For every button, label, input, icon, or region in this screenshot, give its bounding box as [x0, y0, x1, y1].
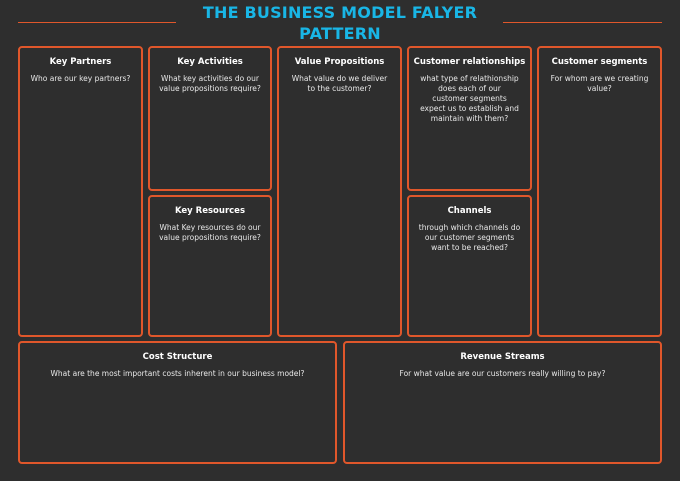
customer-segments-block: Customer segments For whom are we creati…: [537, 46, 662, 337]
key-activities-question: What key activities do our value proposi…: [159, 74, 261, 93]
channels-title: Channels: [447, 206, 492, 216]
value-propositions-question: What value do we deliver to the customer…: [291, 74, 388, 93]
revenue-streams-question: For what value are our customers really …: [399, 369, 606, 378]
channels-block: Channels through which channels do our c…: [407, 195, 532, 337]
revenue-streams-block: Revenue Streams For what value are our c…: [343, 341, 662, 464]
cost-structure-block: Cost Structure What are the most importa…: [18, 341, 337, 464]
key-partners-block: Key Partners Who are our key partners?: [18, 46, 143, 337]
title-rule-right: [503, 22, 662, 23]
key-partners-question: Who are our key partners?: [30, 74, 131, 83]
customer-segments-question: For whom are we creating value?: [550, 74, 649, 93]
customer-relationships-block: Customer relationships what type of rela…: [407, 46, 532, 191]
cost-structure-title: Cost Structure: [142, 352, 213, 362]
customer-relationships-question: what type of relathionship does each of …: [420, 74, 519, 123]
key-activities-block: Key Activities What key activities do ou…: [148, 46, 272, 191]
revenue-streams-title: Revenue Streams: [460, 352, 545, 362]
key-activities-title: Key Activities: [177, 57, 243, 67]
key-resources-question: What Key resources do our value proposit…: [159, 223, 261, 242]
value-propositions-title: Value Propositions: [294, 57, 385, 67]
value-propositions-block: Value Propositions What value do we deli…: [277, 46, 402, 337]
channels-question: through which channels do our customer s…: [418, 223, 521, 252]
customer-segments-title: Customer segments: [551, 57, 648, 67]
key-resources-title: Key Resources: [174, 206, 246, 216]
key-resources-block: Key Resources What Key resources do our …: [148, 195, 272, 337]
title-rule-left: [18, 22, 176, 23]
cost-structure-question: What are the most important costs inhere…: [50, 369, 305, 378]
customer-relationships-title: Customer relationships: [413, 57, 526, 67]
key-partners-title: Key Partners: [49, 57, 112, 67]
page-title: THE BUSINESS MODEL FALYER PATTERN: [202, 3, 478, 43]
